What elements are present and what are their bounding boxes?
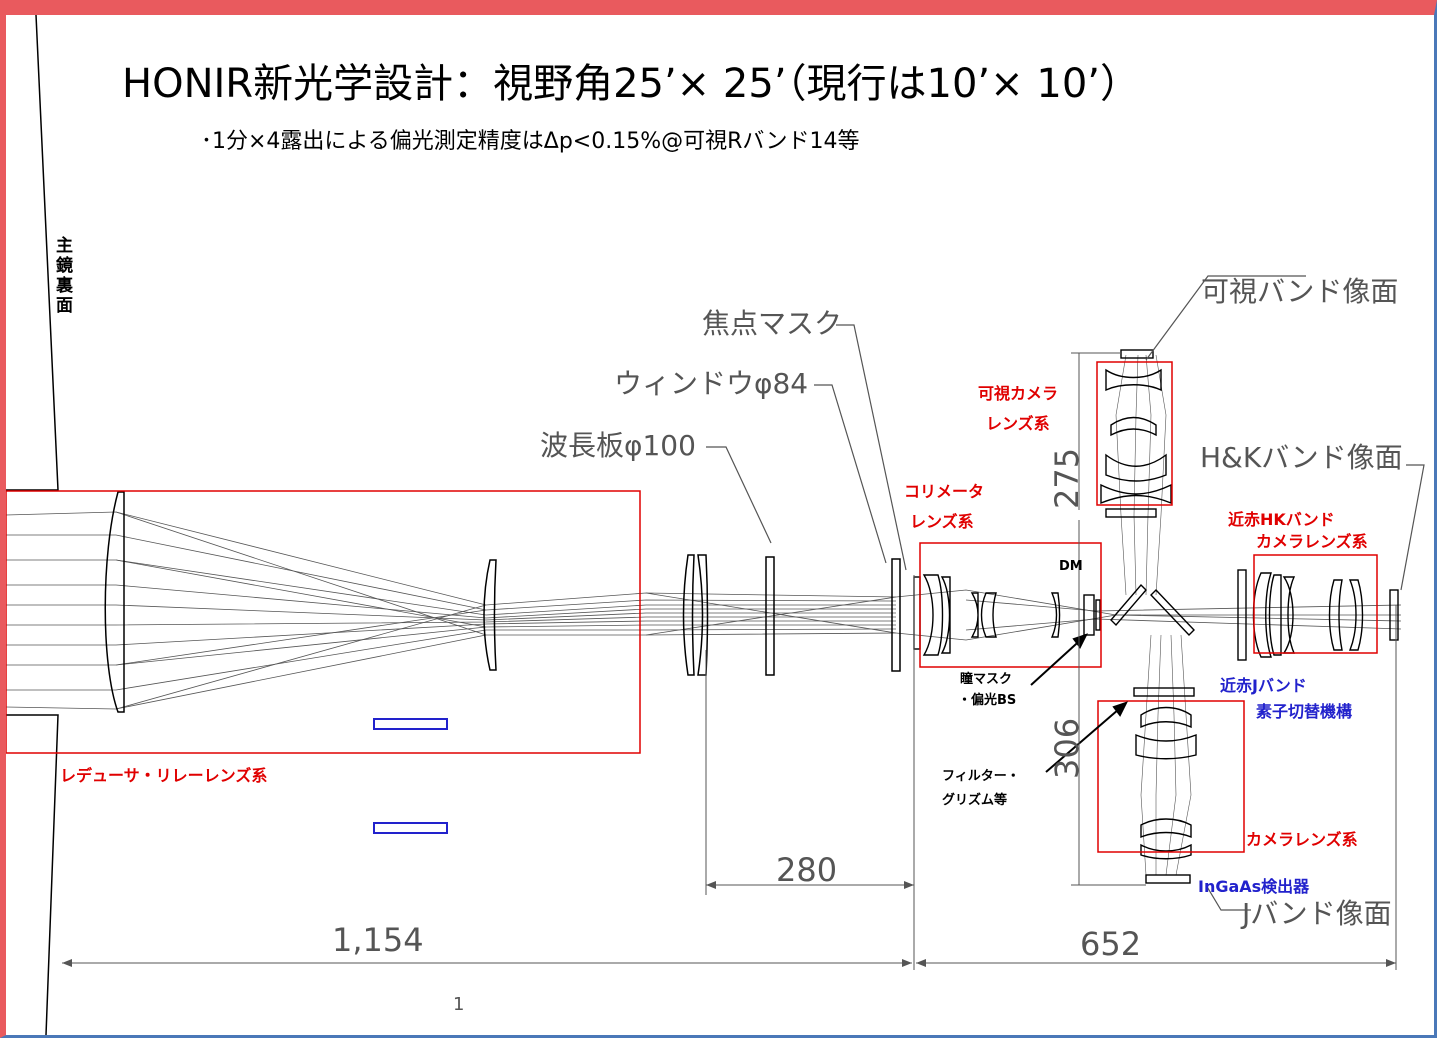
leader-lines: [706, 275, 1425, 911]
camera-lens-label: カメラレンズ系: [1246, 830, 1358, 849]
nir-hk-label-2: カメラレンズ系: [1256, 532, 1368, 551]
filter-label-2: グリズム等: [942, 792, 1007, 808]
ingaas-label: InGaAs検出器: [1198, 877, 1310, 896]
visible-camera-label-1: 可視カメラ: [978, 384, 1058, 403]
dim-275: 275: [1048, 448, 1086, 509]
j-image-plane-label: Jバンド像面: [1240, 897, 1392, 930]
primary-mirror-back-label: 主 鏡 裏 面: [55, 235, 74, 316]
dim-1154: 1,154: [332, 921, 424, 959]
subtitle: ･1分×4露出による偏光測定精度はΔp<0.15%@可視Rバンド14等: [201, 129, 860, 154]
blue-rects: [373, 718, 448, 834]
element-switch-label: 素子切替機構: [1256, 702, 1352, 721]
visible-image-plane-label: 可視バンド像面: [1201, 275, 1398, 308]
hk-camera-box: [1253, 554, 1378, 654]
reducer-label: レデューサ・リレーレンズ系: [60, 766, 267, 785]
j-camera-lenses: [1133, 687, 1197, 884]
dimension-arrowheads: [62, 881, 1396, 967]
visible-camera-label-2: レンズ系: [986, 414, 1050, 433]
dimension-lines: [62, 352, 1397, 970]
j-camera-box: [1097, 700, 1245, 853]
filter-label-1: フィルター・: [942, 769, 1020, 784]
red-boxes: [6, 361, 1378, 853]
focal-mask-label: 焦点マスク: [702, 307, 842, 340]
title: HONIR新光学設計：視野角25’× 25’（現行は10’× 10’）: [122, 61, 1140, 107]
dim-280: 280: [776, 851, 837, 889]
label-char: 裏: [55, 275, 74, 296]
reducer-box: [6, 490, 641, 754]
optical-layout-diagram: HONIR新光学設計：視野角25’× 25’（現行は10’× 10’） ･1分×…: [6, 15, 1425, 1035]
collimator-label-1: コリメータ: [904, 482, 984, 501]
dim-306: 306: [1048, 718, 1086, 779]
pupil-mask-label-1: 瞳マスク: [960, 671, 1012, 687]
primary-mirror: [6, 15, 59, 1035]
reducer-lenses: [104, 491, 901, 713]
label-char: 主: [56, 235, 73, 256]
label-char: 鏡: [56, 255, 73, 276]
ray-bundle-main: [6, 511, 1402, 710]
dim-652: 652: [1080, 925, 1141, 963]
nir-j-label: 近赤Jバンド: [1220, 676, 1307, 695]
collimator-label-2: レンズ系: [910, 512, 974, 531]
visible-camera-box: [1096, 361, 1173, 506]
page-number: 1: [453, 994, 464, 1015]
nir-hk-label-1: 近赤HKバンド: [1228, 510, 1335, 529]
black-arrows: [1030, 633, 1128, 773]
waveplate-label: 波長板φ100: [540, 429, 696, 462]
hk-image-plane-label: H&Kバンド像面: [1200, 441, 1403, 474]
visible-camera-lenses: [1100, 349, 1172, 518]
slide-canvas: HONIR新光学設計：視野角25’× 25’（現行は10’× 10’） ･1分×…: [6, 15, 1434, 1035]
collimator-box: [919, 542, 1102, 668]
pupil-mask-label-2: ・偏光BS: [958, 692, 1016, 708]
window-label: ウィンドウφ84: [614, 367, 808, 400]
label-char: 面: [56, 296, 73, 316]
dm-label: DM: [1059, 559, 1083, 574]
